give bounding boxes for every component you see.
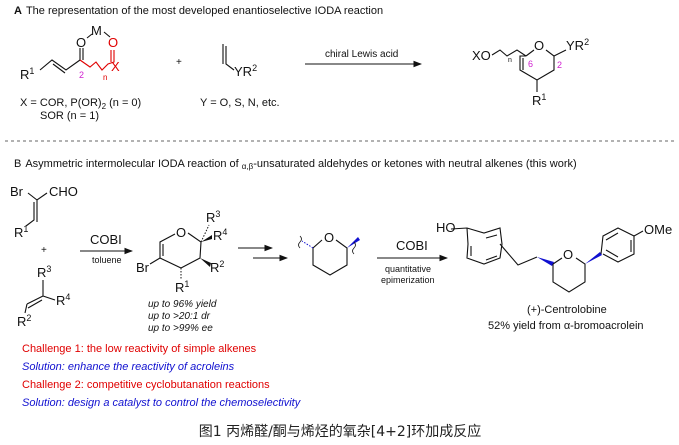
reactant-vinyl: YR2	[222, 44, 257, 79]
target-name: (+)-Centrolobine	[527, 304, 607, 316]
svg-text:2: 2	[557, 60, 562, 70]
svg-text:epimerization: epimerization	[381, 275, 435, 285]
challenge-2: Challenge 2: competitive cyclobutanation…	[22, 379, 270, 391]
solution-1: Solution: enhance the reactivity of acro…	[22, 361, 235, 373]
svg-text:O: O	[563, 247, 573, 262]
svg-text:quantitative: quantitative	[385, 264, 431, 274]
svg-text:O: O	[534, 38, 544, 53]
svg-text:n: n	[103, 73, 107, 82]
svg-text:YR2: YR2	[566, 37, 589, 53]
figure-caption: 图1 丙烯醛/酮与烯烃的氧杂[4+2]环加成反应	[199, 423, 482, 440]
arrow-cobi-toluene: COBI toluene	[80, 232, 134, 265]
reactant1-note-x: X = COR, P(OR)2 (n = 0)	[20, 97, 141, 111]
solution-2: Solution: design a catalyst to control t…	[22, 397, 302, 409]
plus-sign-b: +	[41, 245, 47, 256]
svg-text:O: O	[324, 230, 334, 245]
svg-text:R4: R4	[213, 227, 227, 243]
svg-text:2: 2	[79, 70, 84, 80]
svg-text:R3: R3	[37, 264, 51, 280]
plus-sign: +	[176, 57, 182, 68]
svg-text:R2: R2	[210, 259, 224, 275]
svg-text:R1: R1	[20, 66, 34, 82]
svg-text:R1: R1	[14, 224, 28, 240]
alkene-substrate: R3 R4 R2	[17, 264, 70, 329]
svg-text:HO: HO	[436, 220, 456, 235]
svg-text:O: O	[108, 35, 118, 50]
reactant2-note: Y = O, S, N, etc.	[200, 97, 280, 109]
svg-text:Br: Br	[10, 184, 24, 199]
bromoacrolein: Br CHO R1	[10, 184, 78, 240]
svg-text:6: 6	[528, 59, 533, 69]
svg-text:X: X	[111, 59, 120, 74]
target-yield: 52% yield from α-bromoacrolein	[488, 320, 644, 332]
arrow-cobi-epimerization: COBI quantitative epimerization	[377, 238, 449, 285]
svg-text:chiral Lewis acid: chiral Lewis acid	[325, 49, 398, 60]
challenge-1: Challenge 1: the low reactivity of simpl…	[22, 343, 257, 355]
result-yield: up to 96% yield	[148, 299, 217, 310]
svg-text:toluene: toluene	[92, 255, 122, 265]
svg-text:n: n	[508, 57, 512, 64]
svg-text:M: M	[91, 23, 102, 38]
svg-text:R2: R2	[17, 313, 31, 329]
svg-text:Br: Br	[136, 260, 150, 275]
result-ee: up to >99% ee	[148, 323, 213, 334]
arrow-chiral-lewis-acid: chiral Lewis acid	[305, 49, 423, 68]
svg-text:O: O	[176, 225, 186, 240]
product-dihydropyran-a: XO n O YR2 6 2 R1	[472, 37, 589, 108]
svg-text:R4: R4	[56, 292, 70, 308]
svg-text:R1: R1	[175, 279, 189, 295]
centrolobine-structure: HO O OMe	[436, 220, 672, 293]
svg-text:CHO: CHO	[49, 184, 78, 199]
result-dr: up to >20:1 dr	[148, 311, 211, 322]
svg-text:YR2: YR2	[234, 63, 257, 79]
thp-fragment: O	[298, 230, 360, 276]
svg-text:COBI: COBI	[90, 232, 122, 247]
svg-text:O: O	[76, 35, 86, 50]
reactant1-note-sor: SOR (n = 1)	[40, 110, 99, 122]
product-dihydropyran-b: O R3 R4 Br R2 R1	[136, 209, 227, 295]
svg-text:OMe: OMe	[644, 222, 672, 237]
svg-text:XO: XO	[472, 48, 491, 63]
svg-text:R1: R1	[532, 92, 546, 108]
svg-text:R3: R3	[206, 209, 220, 225]
svg-text:COBI: COBI	[396, 238, 428, 253]
reactant-enone-chelate: R1 O M O X 2 n	[20, 23, 120, 82]
